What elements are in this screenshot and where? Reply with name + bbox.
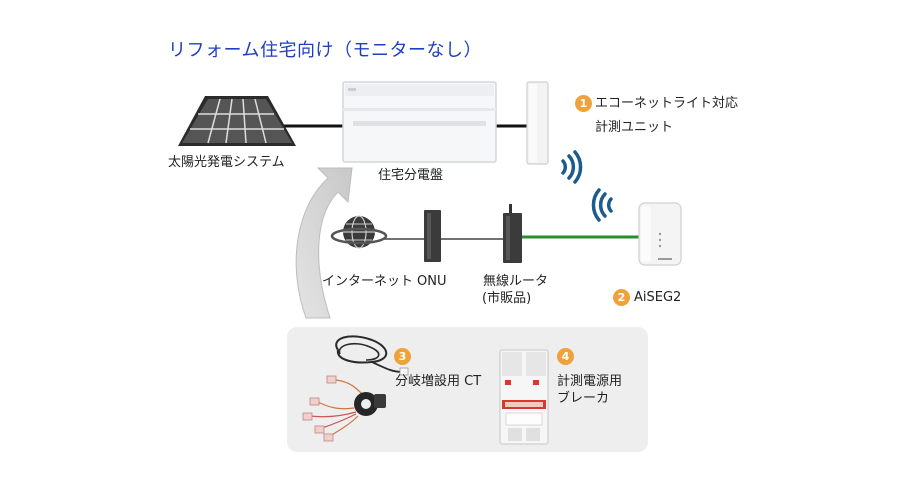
aiseg2-icon [638, 202, 682, 266]
router-label-line2: (市販品) [482, 291, 532, 306]
router-label-line1: 無線ルータ [483, 274, 549, 289]
meter-label-line2: 計測ユニット [595, 120, 674, 135]
solar-label: 太陽光発電システム [168, 155, 285, 170]
page-title: リフォーム住宅向け（モニターなし） [168, 40, 482, 61]
breaker-label-line2: ブレーカ [557, 391, 610, 406]
aiseg-wifi-icon [591, 188, 613, 222]
ct-sensor-icon [302, 335, 409, 442]
internet-label: インターネット [322, 274, 414, 289]
badge-1: 1 [575, 95, 592, 112]
meter-wifi-icon [561, 150, 583, 184]
accessories-panel [287, 327, 648, 452]
ct-label: 分岐増設用 CT [395, 374, 482, 389]
onu-label: ONU [417, 274, 447, 289]
meter-label-line1: エコーネットライト対応 [595, 96, 739, 111]
badge-3: 3 [394, 348, 411, 365]
breaker-label-line1: 計測電源用 [557, 374, 623, 389]
badge-2: 2 [613, 289, 630, 306]
solar-panel-icon [178, 96, 296, 146]
measurement-unit-icon [526, 81, 549, 165]
distribution-panel-icon [342, 81, 497, 163]
install-arrow [295, 167, 353, 319]
router-icon [503, 204, 522, 263]
onu-icon [424, 210, 441, 262]
panel-label: 住宅分電盤 [378, 168, 444, 183]
aiseg-label: AiSEG2 [634, 290, 682, 305]
globe-icon [330, 215, 388, 249]
measurement-breaker-icon [499, 349, 549, 445]
badge-4: 4 [557, 348, 574, 365]
accessories-illustrations [302, 335, 549, 445]
